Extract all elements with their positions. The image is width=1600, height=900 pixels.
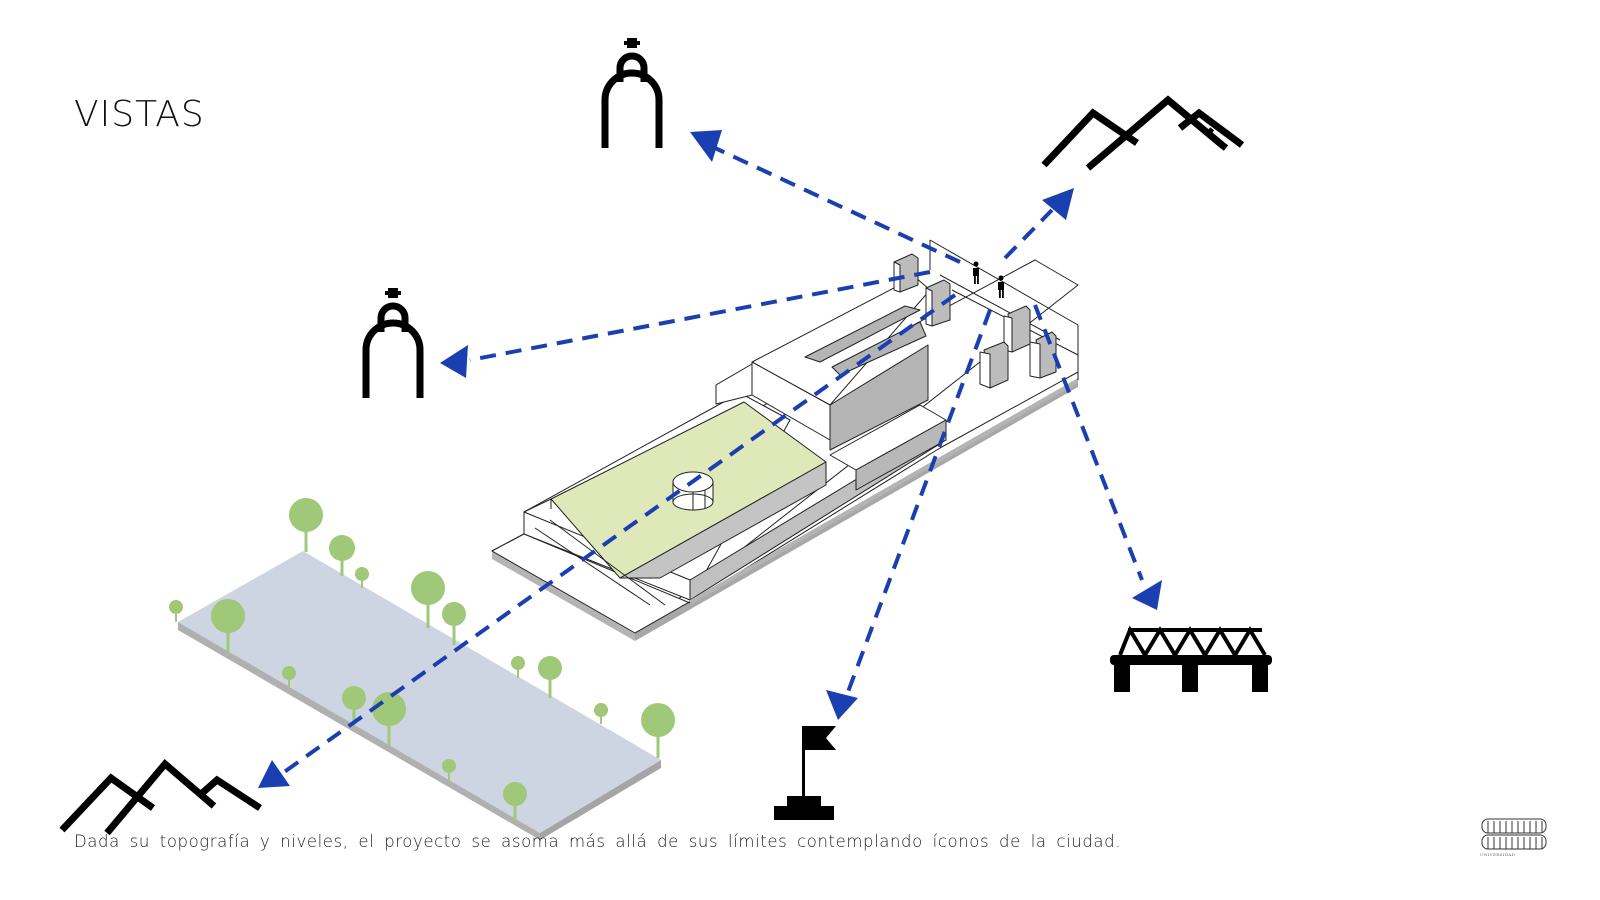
- tree: [372, 692, 406, 746]
- sight-line-church-left: [469, 270, 931, 362]
- sight-line-bridge: [1033, 304, 1144, 581]
- arrowhead-icon: [1132, 580, 1162, 610]
- mountains-icon: [59, 759, 262, 836]
- river-park-slab: [178, 551, 661, 840]
- church-icon: [362, 288, 424, 398]
- church-icon: [601, 38, 663, 148]
- tree: [538, 656, 562, 698]
- sight-line-mountains-bottom-left: [278, 293, 957, 777]
- arrowhead-icon: [258, 760, 290, 788]
- arrowhead-icon: [440, 345, 468, 378]
- person-figure: [998, 275, 1004, 298]
- tree: [442, 602, 466, 645]
- tree: [329, 535, 355, 576]
- sight-line-church-top: [714, 146, 961, 264]
- person-figure: [973, 261, 979, 284]
- tree: [411, 571, 445, 628]
- tree: [594, 703, 608, 724]
- building-massing: [491, 239, 1079, 641]
- arrowhead-icon: [690, 130, 722, 162]
- trees: [169, 498, 675, 822]
- tree: [641, 703, 675, 758]
- tree: [169, 600, 183, 622]
- tree: [211, 599, 245, 653]
- arrowhead-icon: [826, 690, 858, 720]
- tree: [289, 498, 323, 552]
- sight-line-mountains-top-right: [1003, 208, 1054, 260]
- tree: [282, 666, 296, 688]
- page-title: VISTAS: [74, 94, 205, 135]
- tree: [503, 782, 527, 822]
- mountains-icon: [1041, 95, 1245, 171]
- sight-line-flag-monument: [843, 309, 992, 701]
- university-logo-icon: [1481, 818, 1547, 850]
- arrowhead-icon: [1042, 188, 1074, 220]
- diagram-caption: Dada su topografía y niveles, el proyect…: [74, 832, 1122, 851]
- tree: [355, 567, 369, 588]
- tree: [442, 759, 456, 780]
- flag-monument-icon: [774, 726, 836, 820]
- bridge-icon: [1110, 625, 1272, 692]
- tree: [511, 656, 525, 678]
- logo-text: UNIVERSIDAD: [1480, 852, 1516, 857]
